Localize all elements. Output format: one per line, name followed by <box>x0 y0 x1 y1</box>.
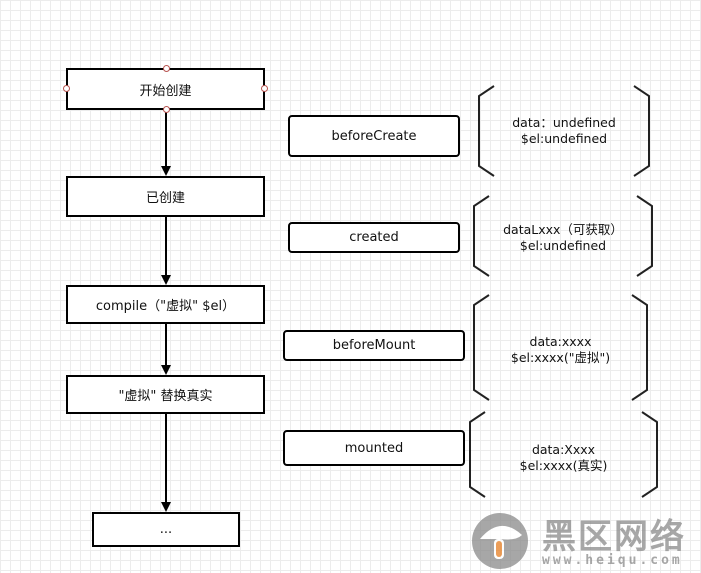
hook-created-label: created <box>349 230 399 245</box>
watermark-title: 黑区网络 <box>542 517 686 557</box>
note-mounted: data:Xxxx $el:xxxx(真实) <box>485 442 642 474</box>
connection-handle-right[interactable] <box>261 85 268 92</box>
right-brace-1 <box>633 85 650 177</box>
note-line: dataLxxx（可获取） <box>503 222 623 237</box>
flow-node-start-label: 开始创建 <box>139 83 192 99</box>
left-brace-1 <box>478 85 495 177</box>
flow-node-created-label: 已创建 <box>145 191 185 206</box>
left-brace-3 <box>473 294 490 401</box>
hook-before-mount[interactable]: beforeMount <box>283 330 465 361</box>
flow-node-compile[interactable]: compile（"虚拟" $el） <box>66 285 265 324</box>
right-brace-3 <box>631 294 648 401</box>
mushroom-logo-icon <box>472 513 528 569</box>
flow-node-replace-label: "虚拟" 替换真实 <box>118 389 213 404</box>
flow-node-start[interactable]: 开始创建 <box>66 68 265 110</box>
note-line: $el:xxxx(真实) <box>519 458 608 473</box>
note-before-create: data：undefined $el:undefined <box>494 115 634 147</box>
hook-before-create-label: beforeCreate <box>331 128 417 144</box>
note-line: data：undefined <box>512 115 616 130</box>
connection-handle-bottom[interactable] <box>163 106 170 113</box>
flow-node-created[interactable]: 已创建 <box>66 176 265 217</box>
left-brace-4 <box>469 411 486 498</box>
connection-handle-left[interactable] <box>63 85 70 92</box>
right-brace-2 <box>636 195 653 277</box>
right-brace-4 <box>641 411 658 498</box>
flow-node-ellipsis[interactable]: ... <box>92 512 240 547</box>
watermark-url: www.heiqu.com <box>542 553 683 568</box>
hook-mounted-label: mounted <box>344 440 404 456</box>
flow-node-compile-label: compile（"虚拟" $el） <box>95 299 236 314</box>
note-before-mount: data:xxxx $el:xxxx("虚拟") <box>489 334 632 366</box>
watermark: 黑区网络 www.heiqu.com <box>470 505 700 571</box>
hook-mounted[interactable]: mounted <box>283 430 465 466</box>
note-line: data:Xxxx <box>531 442 596 457</box>
hook-before-create[interactable]: beforeCreate <box>288 115 460 157</box>
flow-node-replace[interactable]: "虚拟" 替换真实 <box>66 375 265 414</box>
note-created: dataLxxx（可获取） $el:undefined <box>489 222 637 254</box>
hook-created[interactable]: created <box>288 222 460 253</box>
note-line: data:xxxx <box>529 334 592 349</box>
note-line: $el:undefined <box>520 131 608 146</box>
left-brace-2 <box>473 195 490 277</box>
hook-before-mount-label: beforeMount <box>332 338 416 353</box>
note-line: $el:xxxx("虚拟") <box>510 350 611 365</box>
connection-handle-top[interactable] <box>163 65 170 72</box>
note-line: $el:undefined <box>519 238 607 253</box>
flow-node-ellipsis-label: ... <box>159 522 173 537</box>
